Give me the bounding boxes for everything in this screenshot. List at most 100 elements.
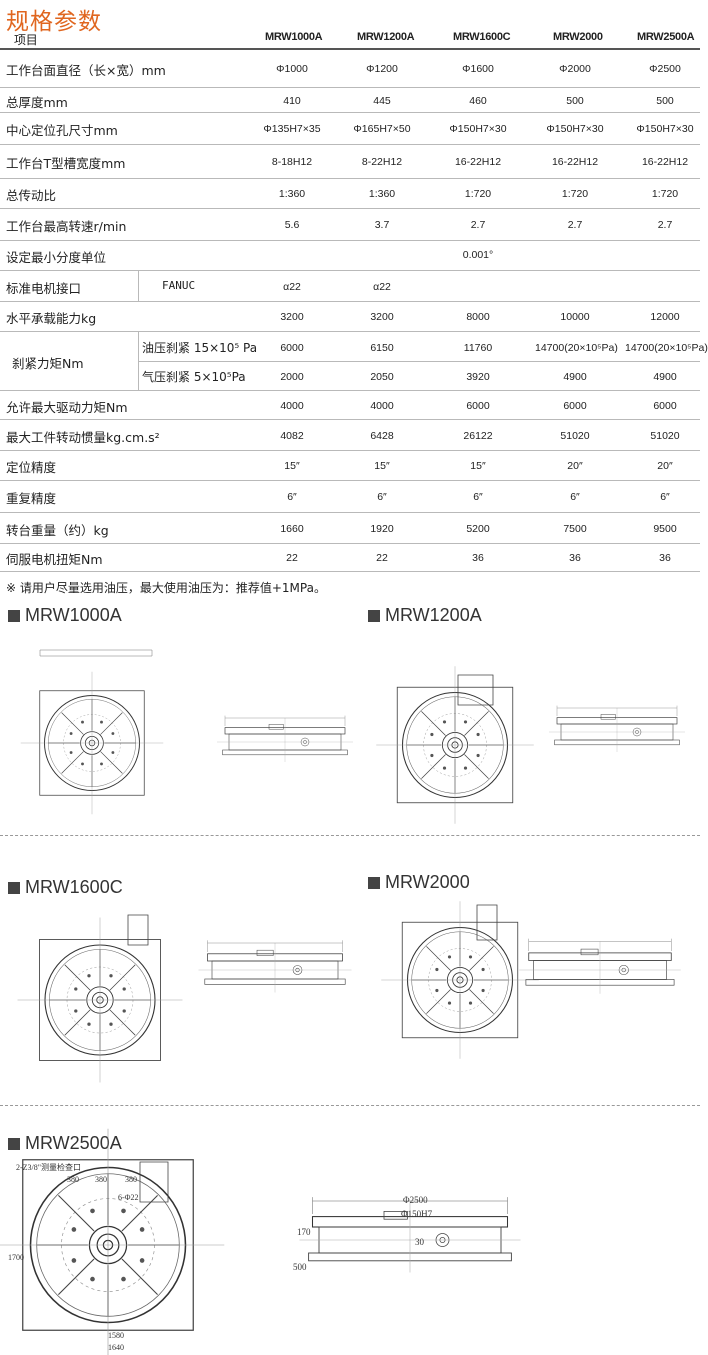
side-view-drawing: [198, 939, 352, 993]
table-cell: Φ165H7×50: [353, 123, 411, 135]
page-title: 规格参数: [6, 9, 102, 35]
table-cell: 6″: [570, 491, 580, 503]
table-cell: 4000: [280, 400, 304, 412]
dim-label: 380: [67, 1175, 79, 1184]
side-view-drawing: [518, 938, 682, 995]
header-model: MRW2500A: [637, 31, 695, 43]
table-cell: 6″: [473, 491, 483, 503]
table-cell: 6″: [377, 491, 387, 503]
table-row: 工作台T型槽宽度mm 8-18H12 8-22H12 16-22H12 16-22H12…: [0, 145, 700, 179]
table-cell: Φ2000: [559, 63, 591, 75]
table-cell: 8-22H12: [361, 156, 403, 168]
dim-label: 170: [297, 1227, 311, 1237]
drawing-title: MRW2500A: [8, 1133, 122, 1154]
dim-label: 6-Φ22: [118, 1193, 139, 1202]
row-label: 定位精度: [6, 460, 57, 475]
table-cell: 22: [376, 552, 388, 564]
table-cell: 6000: [653, 400, 677, 412]
table-cell: 1:360: [278, 188, 306, 200]
top-view-drawing: [375, 665, 535, 825]
dim-label: 380: [95, 1175, 107, 1184]
table-cell: 15″: [284, 460, 300, 472]
table-cell: 20″: [657, 460, 673, 472]
table-cell: 3920: [466, 371, 490, 383]
table-cell: 15″: [374, 460, 390, 472]
table-cell: 1:720: [651, 188, 679, 200]
table-cell: 6428: [370, 430, 394, 442]
dim-label: Φ150H7: [401, 1209, 433, 1219]
table-cell: 51020: [560, 430, 590, 442]
top-view-drawing: [20, 640, 164, 815]
row-label: 最大工件转动惯量kg.cm.s²: [6, 430, 160, 445]
side-view-drawing: Φ2500 Φ150H7 30 170 500: [293, 1195, 522, 1274]
table-cell: 410: [283, 95, 301, 107]
row-label: 总传动比: [6, 188, 57, 203]
drawing-title: MRW1200A: [368, 605, 482, 626]
section-divider: [0, 835, 700, 836]
section-divider: [0, 1105, 700, 1106]
sub-row-label: 气压刹紧 5×10⁵Pa: [142, 370, 246, 384]
drawing-title: MRW1600C: [8, 877, 123, 898]
header-model: MRW2000: [553, 31, 603, 43]
table-cell: 2050: [370, 371, 394, 383]
side-view-drawing: [548, 705, 686, 753]
drawing-title: MRW1000A: [8, 605, 122, 626]
table-cell: 6000: [280, 342, 304, 354]
square-icon: [8, 882, 20, 894]
table-cell: 4000: [370, 400, 394, 412]
table-cell: 51020: [650, 430, 680, 442]
top-view-drawing: [16, 905, 184, 1084]
table-cell: 6000: [466, 400, 490, 412]
square-icon: [368, 610, 380, 622]
table-cell: 16-22H12: [454, 156, 502, 168]
table-cell: 0.001°: [462, 249, 494, 261]
table-row: 定位精度 15″ 15″ 15″ 20″ 20″: [0, 451, 700, 481]
table-cell: Φ1200: [366, 63, 398, 75]
table-cell: 9500: [653, 523, 677, 535]
table-cell: 6150: [370, 342, 394, 354]
table-cell: 12000: [650, 311, 680, 323]
table-cell: 20″: [567, 460, 583, 472]
table-cell: 15″: [470, 460, 486, 472]
table-cell: 11760: [463, 342, 493, 354]
table-cell: 500: [656, 95, 674, 107]
row-label: 工作台T型槽宽度mm: [6, 156, 126, 171]
row-label: 允许最大驱动力矩Nm: [6, 400, 128, 415]
table-cell: 22: [286, 552, 298, 564]
dim-label: 500: [293, 1262, 307, 1272]
table-cell: 26122: [463, 430, 493, 442]
table-cell: Φ150H7×30: [449, 123, 507, 135]
row-label: 工作台最高转速r/min: [6, 219, 127, 234]
table-cell: 8000: [466, 311, 490, 323]
table-cell: 3200: [370, 311, 394, 323]
dim-label: 30: [415, 1237, 425, 1247]
side-view-drawing: [216, 715, 354, 763]
table-cell: 6″: [660, 491, 670, 503]
table-cell: 6000: [563, 400, 587, 412]
table-cell: α22: [283, 281, 301, 293]
square-icon: [368, 877, 380, 889]
table-cell: 2.7: [657, 219, 673, 231]
row-label: 转台重量（约）kg: [6, 523, 109, 538]
table-row: 重复精度 6″ 6″ 6″ 6″ 6″: [0, 481, 700, 513]
table-cell: 5200: [466, 523, 490, 535]
table-cell: 1:720: [464, 188, 492, 200]
table-cell: 8-18H12: [271, 156, 313, 168]
table-cell: 445: [373, 95, 391, 107]
row-label: 重复精度: [6, 491, 57, 506]
sub-label: FANUC: [162, 279, 196, 292]
table-cell: 16-22H12: [551, 156, 599, 168]
table-cell: 2.7: [470, 219, 486, 231]
dim-label: 2-Z3/8"测量检查口: [16, 1162, 81, 1172]
square-icon: [8, 1138, 20, 1150]
table-cell: 5.6: [284, 219, 300, 231]
table-cell: 6″: [287, 491, 297, 503]
